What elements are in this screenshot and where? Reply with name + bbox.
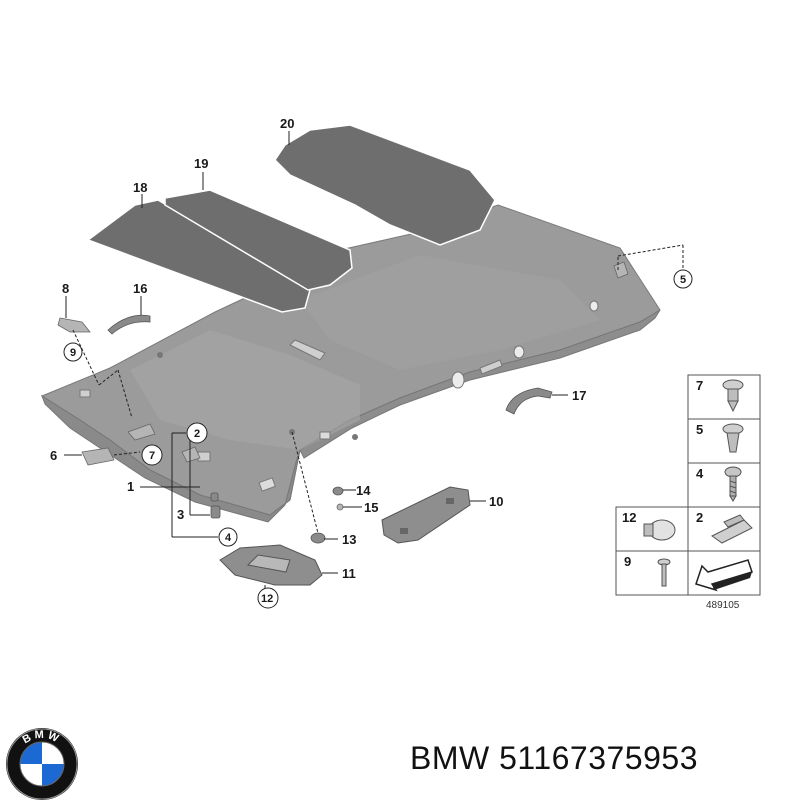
callout-20: 20 bbox=[280, 116, 294, 131]
part-5-clip bbox=[613, 261, 629, 279]
callout-7: 7 bbox=[149, 450, 155, 462]
bmw-logo: BMW bbox=[6, 728, 78, 800]
callout-15: 15 bbox=[364, 500, 378, 515]
callout-6: 6 bbox=[50, 448, 57, 463]
bulb-icon bbox=[643, 519, 676, 541]
callout-5: 5 bbox=[680, 274, 686, 286]
legend-num-5: 5 bbox=[696, 422, 703, 437]
legend-num-12: 12 bbox=[622, 510, 636, 525]
mat-18 bbox=[86, 199, 311, 313]
callout-16: 16 bbox=[133, 281, 147, 296]
part-2-clip bbox=[181, 446, 201, 463]
screw-icon bbox=[724, 466, 742, 502]
arrow-icon bbox=[695, 559, 753, 592]
part-10-sun-visor bbox=[381, 486, 471, 544]
callout-10: 10 bbox=[489, 494, 503, 509]
part-17-grab-handle bbox=[505, 387, 553, 415]
brand-part-label: BMW 51167375953 bbox=[410, 740, 698, 777]
legend-num-7: 7 bbox=[696, 378, 703, 393]
part-number: 51167375953 bbox=[499, 740, 698, 776]
leader-lines bbox=[64, 131, 684, 590]
part-3-clip bbox=[210, 492, 221, 519]
rivet-icon bbox=[657, 558, 671, 587]
legend-num-2: 2 bbox=[696, 510, 703, 525]
callout-9: 9 bbox=[70, 347, 76, 359]
push-clip-icon bbox=[722, 379, 744, 413]
callout-13: 13 bbox=[342, 532, 356, 547]
part-14-cap bbox=[332, 486, 344, 496]
mat-19 bbox=[164, 189, 353, 291]
part-15-clip bbox=[336, 503, 344, 511]
callout-11: 11 bbox=[342, 566, 356, 581]
brand-name: BMW bbox=[410, 740, 490, 776]
fastener-legend: 7 5 4 12 2 9 bbox=[615, 374, 761, 611]
legend-num-4: 4 bbox=[696, 466, 704, 481]
callout-17: 17 bbox=[572, 388, 586, 403]
callout-14: 14 bbox=[356, 483, 371, 498]
legend-num-9: 9 bbox=[624, 554, 631, 569]
diagram-ref-code: 489105 bbox=[706, 600, 740, 611]
part-8-bracket bbox=[57, 317, 91, 333]
part-7-clip bbox=[127, 423, 156, 441]
callout-18: 18 bbox=[133, 180, 147, 195]
callout-4: 4 bbox=[225, 532, 232, 544]
callout-12: 12 bbox=[261, 593, 273, 605]
callout-19: 19 bbox=[194, 156, 208, 171]
mat-20 bbox=[274, 124, 496, 246]
logo-letters: BMW bbox=[21, 729, 61, 747]
part-11-sun-visor bbox=[219, 544, 323, 586]
part-13-cover bbox=[310, 532, 326, 544]
expanding-clip-icon bbox=[722, 423, 744, 453]
callout-8: 8 bbox=[62, 281, 69, 296]
callout-2: 2 bbox=[194, 428, 200, 440]
svg-text:BMW: BMW bbox=[21, 729, 64, 747]
part-16-grab-handle bbox=[107, 314, 151, 335]
bracket-clip-icon bbox=[711, 514, 753, 544]
callout-labels: 20 19 18 8 16 9 6 7 2 1 3 4 14 15 13 10 … bbox=[50, 116, 693, 609]
part-6-bracket bbox=[81, 447, 115, 466]
callout-1: 1 bbox=[127, 479, 134, 494]
callout-3: 3 bbox=[177, 507, 184, 522]
